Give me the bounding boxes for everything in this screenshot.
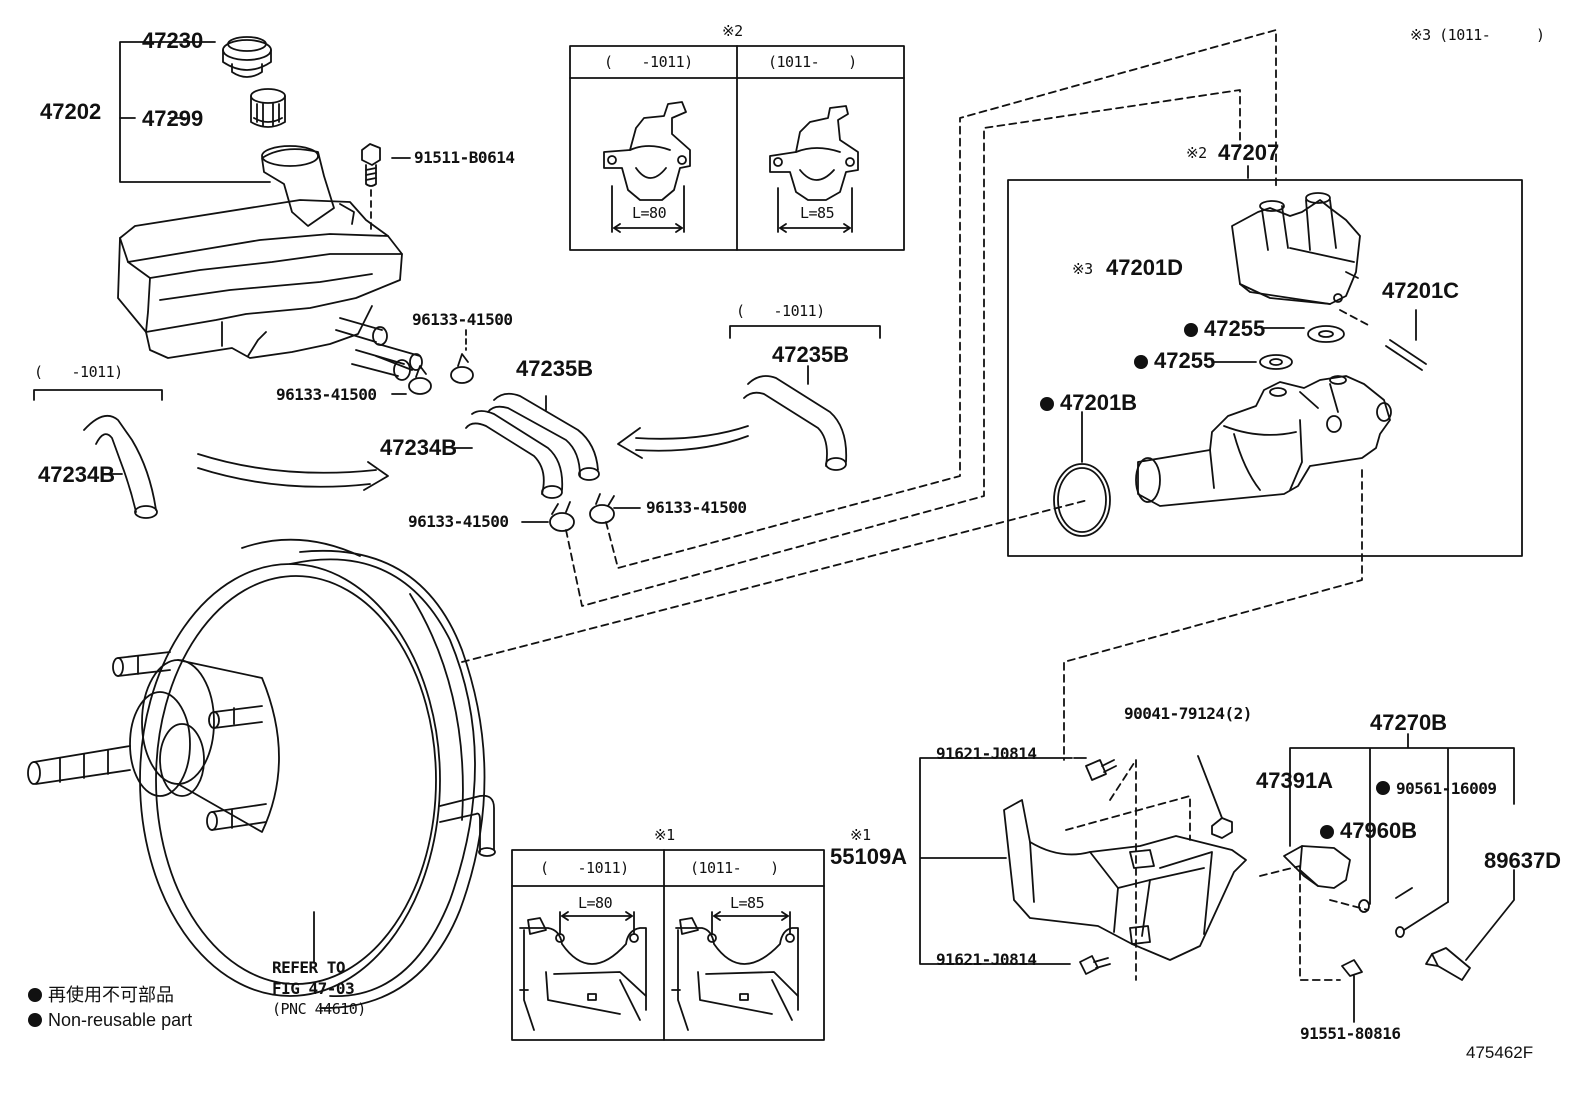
label-47235b-a: 47235B — [516, 356, 594, 381]
hose-47234b-left — [83, 414, 158, 519]
bracket-47202 — [119, 41, 271, 183]
label-47255-a: 47255 — [1184, 318, 1265, 340]
label-55109a: 55109A — [830, 844, 908, 869]
label-96133-b: 96133-41500 — [276, 385, 377, 404]
label-89637d: 89637D — [1484, 848, 1562, 873]
mark-2-top: ※2 — [722, 22, 743, 40]
mark-3-part: ※3 — [1072, 260, 1093, 278]
mark-2-part: ※2 — [1186, 144, 1207, 162]
legend-en: Non-reusable part — [28, 1011, 192, 1029]
label-91621-b: 91621-J0814 — [936, 950, 1037, 969]
sensor-assembly — [1283, 845, 1471, 981]
label-47960b-text: 47960B — [1340, 818, 1418, 843]
mark-1-part: ※1 — [850, 826, 871, 844]
range-mid: ( -1011) — [736, 302, 825, 320]
label-47299: 47299 — [142, 106, 204, 131]
range-bracket-mid — [729, 325, 881, 339]
hose-47235b-right — [743, 375, 848, 471]
non-reusable-icon — [1376, 781, 1390, 795]
box2-l85: L=85 — [800, 204, 835, 222]
label-47235b-b: 47235B — [772, 342, 850, 367]
label-47234b-a: 47234B — [38, 462, 116, 487]
label-91621-a: 91621-J0814 — [936, 744, 1037, 763]
mark-1-top: ※1 — [654, 826, 675, 844]
bracket-55109a — [919, 755, 1247, 975]
label-90561: 90561-16009 — [1376, 779, 1497, 798]
label-96133-c: 96133-41500 — [408, 512, 509, 531]
label-47391a: 47391A — [1256, 768, 1334, 793]
range-bracket-left — [33, 389, 163, 401]
label-91511: 91511-B0614 — [414, 148, 515, 167]
non-reusable-icon — [1040, 397, 1054, 411]
label-47255-b-text: 47255 — [1154, 348, 1216, 373]
reservoir-tank — [117, 145, 423, 381]
brake-booster — [27, 538, 496, 1009]
non-reusable-icon — [28, 1013, 42, 1027]
label-47960b: 47960B — [1320, 820, 1417, 842]
box2-col1: ( -1011) — [604, 53, 693, 71]
box1-col2: (1011- ) — [690, 859, 779, 877]
label-47201b: 47201B — [1040, 392, 1137, 414]
hose-47235b-center — [487, 392, 600, 481]
label-47201c: 47201C — [1382, 278, 1460, 303]
legend-jp: 再使用不可部品 — [28, 986, 174, 1004]
reservoir-filter — [250, 88, 286, 128]
detail-box-1 — [511, 849, 825, 1041]
hose-47234b-center — [465, 410, 564, 499]
label-47202: 47202 — [40, 99, 102, 124]
dashed-leaders — [461, 29, 1371, 981]
arrow-left — [617, 425, 749, 459]
label-96133-d: 96133-41500 — [646, 498, 747, 517]
label-47201b-text: 47201B — [1060, 390, 1138, 415]
label-90561-text: 90561-16009 — [1396, 779, 1497, 798]
mark-3-corner-close: ) — [1536, 26, 1545, 44]
label-47207: 47207 — [1218, 140, 1280, 165]
box1-l85: L=85 — [730, 894, 765, 912]
refer-line2: FIG 47-03 — [272, 979, 355, 998]
non-reusable-icon — [1184, 323, 1198, 337]
arrow-right — [197, 453, 389, 491]
reservoir-cap — [222, 36, 272, 78]
mark-3-corner: ※3 (1011- — [1410, 26, 1491, 44]
box1-col1: ( -1011) — [540, 859, 629, 877]
box2-col2: (1011- ) — [768, 53, 857, 71]
box1-l80: L=80 — [578, 894, 613, 912]
non-reusable-icon — [1134, 355, 1148, 369]
label-90041: 90041-79124(2) — [1124, 704, 1252, 723]
detail-box-2 — [569, 45, 905, 251]
label-47255-a-text: 47255 — [1204, 316, 1266, 341]
non-reusable-icon — [28, 988, 42, 1002]
legend-jp-text: 再使用不可部品 — [48, 985, 174, 1005]
figure-id: 475462F — [1466, 1043, 1534, 1062]
label-47270b: 47270B — [1370, 710, 1448, 735]
legend-en-text: Non-reusable part — [48, 1010, 193, 1030]
refer-line1: REFER TO — [272, 958, 346, 977]
bolt-91551 — [1341, 959, 1363, 1023]
label-47234b-b: 47234B — [380, 435, 458, 460]
range-left: ( -1011) — [34, 363, 123, 381]
clamp-lower-right — [589, 493, 641, 524]
non-reusable-icon — [1320, 825, 1334, 839]
master-cylinder-box — [1007, 165, 1523, 557]
refer-line3: (PNC 44610) — [272, 1000, 366, 1018]
label-91551: 91551-80816 — [1300, 1024, 1401, 1043]
bolt-91511 — [361, 143, 411, 233]
label-96133-a: 96133-41500 — [412, 310, 513, 329]
clamp-lower-left — [521, 501, 575, 532]
label-47255-b: 47255 — [1134, 350, 1215, 372]
box2-l80: L=80 — [632, 204, 667, 222]
label-47201d: 47201D — [1106, 255, 1184, 280]
bracket-47270b — [1289, 733, 1515, 905]
clamp-upper — [450, 329, 474, 384]
clamp-lower — [391, 365, 432, 395]
label-47230: 47230 — [142, 28, 204, 53]
